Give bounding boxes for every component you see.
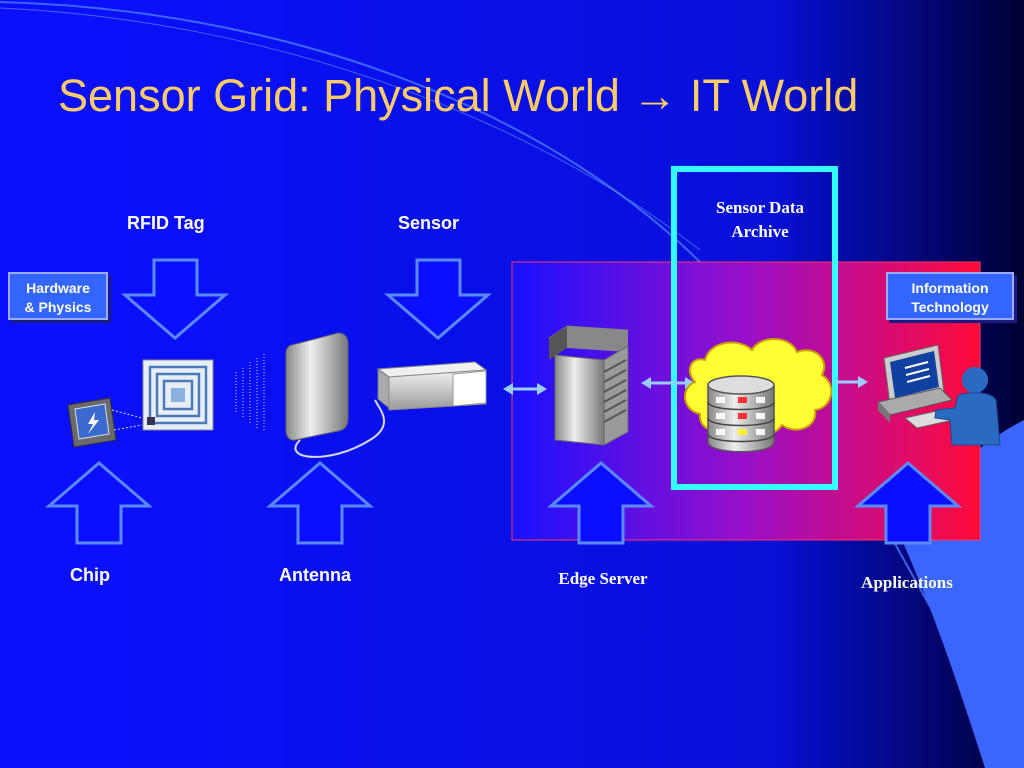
archive-highlight-box bbox=[671, 166, 838, 490]
link-arrow-sensor-server bbox=[503, 383, 547, 395]
label-rfid-tag: RFID Tag bbox=[127, 213, 205, 233]
title-tail: IT World bbox=[689, 70, 859, 121]
antenna-icon bbox=[285, 332, 385, 458]
up-arrow-chip bbox=[44, 461, 154, 545]
title-arrow-icon: → bbox=[632, 70, 678, 121]
badge-hardware-line1: Hardware bbox=[26, 280, 90, 296]
label-sensor: Sensor bbox=[398, 213, 460, 233]
label-edge-server: Edge Server bbox=[558, 569, 648, 588]
label-archive-line1: Sensor Data bbox=[716, 198, 804, 217]
down-arrow-sensor bbox=[383, 258, 493, 340]
down-arrow-rfid bbox=[120, 258, 230, 340]
slide-title: Sensor Grid: Physical World → IT World bbox=[58, 70, 858, 122]
title-text: Sensor Grid: Physical World bbox=[58, 70, 620, 121]
server-icon bbox=[547, 325, 630, 446]
link-arrow-server-archive bbox=[641, 377, 695, 389]
label-sensor-data-archive: Sensor Data Archive bbox=[690, 196, 830, 244]
label-archive-line2: Archive bbox=[731, 222, 789, 241]
up-arrow-antenna bbox=[265, 461, 375, 545]
up-arrow-applications bbox=[853, 461, 963, 545]
label-antenna: Antenna bbox=[279, 565, 351, 585]
link-arrow-archive-applications bbox=[835, 376, 868, 388]
up-arrow-edge-server bbox=[546, 461, 656, 545]
chip-icon bbox=[67, 397, 143, 448]
label-chip: Chip bbox=[70, 565, 110, 585]
sensor-icon bbox=[376, 361, 488, 411]
rf-signal-lines bbox=[235, 354, 265, 432]
badge-hardware-physics: Hardware & Physics bbox=[8, 272, 108, 320]
computer-user-icon bbox=[877, 344, 1001, 446]
rfid-tag-icon bbox=[142, 359, 214, 431]
label-applications: Applications bbox=[861, 573, 953, 592]
badge-it-line2: Technology bbox=[911, 299, 989, 315]
database-icon bbox=[707, 375, 775, 453]
badge-it-line1: Information bbox=[911, 280, 989, 296]
badge-information-technology: Information Technology bbox=[886, 272, 1014, 320]
badge-hardware-line2: & Physics bbox=[24, 299, 92, 315]
